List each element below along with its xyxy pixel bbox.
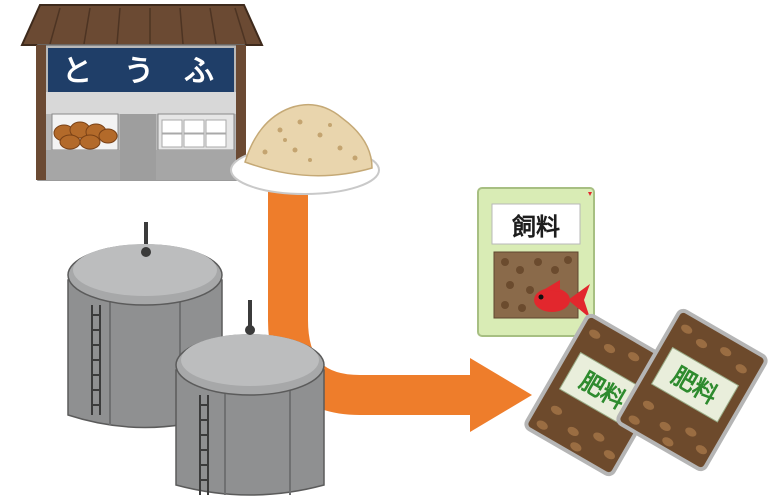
storage-tank-front xyxy=(175,300,325,496)
fish-feed-bag: 飼料 xyxy=(477,187,595,337)
okara-plate xyxy=(230,103,380,195)
tofu-shop: と う ふ xyxy=(20,4,264,181)
goldfish-icon xyxy=(534,280,590,318)
shop-sign-char: ふ xyxy=(184,54,214,89)
tofu-blocks xyxy=(161,119,227,148)
shop-sign-char: と xyxy=(62,54,92,89)
shop-sign xyxy=(48,48,234,92)
shop-sign-char: う xyxy=(124,54,154,89)
shop-roof xyxy=(20,4,264,46)
fried-tofu-display xyxy=(53,121,118,150)
feed-bag-label: 飼料 xyxy=(512,213,560,241)
fertilizer-bag-right: 肥料 xyxy=(616,308,768,472)
